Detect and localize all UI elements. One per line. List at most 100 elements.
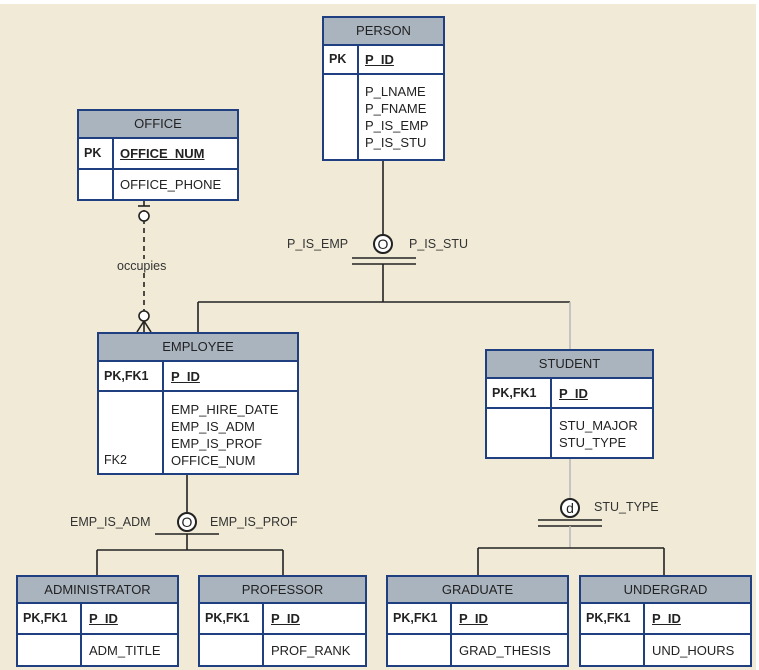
person-subtype-right-label: P_IS_STU — [409, 237, 469, 251]
key-column — [324, 46, 359, 73]
key-column — [99, 392, 164, 473]
pk-label: PK,FK1 — [586, 611, 631, 625]
key-column — [324, 75, 359, 159]
attribute-list: OFFICE_PHONE — [120, 176, 221, 193]
entity-student[interactable]: STUDENT PK,FK1 P_ID STU_MAJOR STU_TYPE — [485, 349, 654, 459]
attribute: STU_MAJOR — [559, 418, 638, 433]
attribute: OFFICE_PHONE — [120, 177, 222, 192]
attribute: P_IS_STU — [365, 135, 427, 150]
attribute-list: P_LNAME P_FNAME P_IS_EMP P_IS_STU — [365, 83, 429, 151]
key-column — [581, 604, 645, 633]
key-column — [200, 604, 264, 633]
pk-attribute: P_ID — [559, 386, 588, 401]
entity-professor[interactable]: PROFESSOR PK,FK1 P_ID PROF_RANK — [198, 575, 367, 667]
attribute: EMP_IS_ADM — [171, 419, 255, 434]
pk-label: PK — [84, 146, 102, 160]
occupies-label: occupies — [116, 259, 168, 273]
attribute-list: GRAD_THESIS — [459, 642, 551, 659]
attribute-list: ADM_TITLE — [89, 642, 161, 659]
attribute: EMP_IS_PROF — [171, 436, 263, 451]
attribute-list: STU_MAJOR STU_TYPE — [559, 417, 638, 451]
pk-row: PK,FK1 P_ID — [200, 604, 365, 635]
pk-label: PK — [329, 52, 347, 66]
student-subtype-right-label: STU_TYPE — [594, 500, 659, 514]
attribute-row: FK2 EMP_HIRE_DATE EMP_IS_ADM EMP_IS_PROF… — [99, 392, 297, 473]
key-column — [200, 635, 264, 665]
entity-title: PROFESSOR — [200, 577, 365, 604]
pk-label: PK,FK1 — [205, 611, 250, 625]
entity-title: EMPLOYEE — [99, 334, 297, 362]
attribute: STU_TYPE — [559, 435, 627, 450]
attribute-row: UND_HOURS — [581, 635, 750, 665]
entity-employee[interactable]: EMPLOYEE PK,FK1 P_ID FK2 EMP_HIRE_DATE E… — [97, 332, 299, 475]
entity-title: STUDENT — [487, 351, 652, 379]
entity-person[interactable]: PERSON PK P_ID P_LNAME P_FNAME P_IS_EMP … — [322, 16, 445, 161]
crowfoot-right — [143, 320, 152, 333]
attribute-row: ADM_TITLE — [18, 635, 177, 665]
pk-attribute: P_ID — [171, 369, 200, 384]
entity-undergrad[interactable]: UNDERGRAD PK,FK1 P_ID UND_HOURS — [579, 575, 752, 667]
entity-title: ADMINISTRATOR — [18, 577, 177, 604]
attribute: UND_HOURS — [652, 643, 735, 658]
pk-attribute: OFFICE_NUM — [120, 146, 205, 161]
pk-row: PK,FK1 P_ID — [388, 604, 567, 635]
entity-administrator[interactable]: ADMINISTRATOR PK,FK1 P_ID ADM_TITLE — [16, 575, 179, 667]
pk-attribute: P_ID — [365, 52, 394, 67]
attribute-list: UND_HOURS — [652, 642, 734, 659]
employee-subtype-right-label: EMP_IS_PROF — [210, 515, 298, 529]
person-subtype-symbol: O — [373, 234, 393, 254]
crowfoot-left — [136, 320, 145, 333]
employee-subtype-symbol: O — [177, 512, 197, 532]
attribute-row: P_LNAME P_FNAME P_IS_EMP P_IS_STU — [324, 75, 443, 159]
attribute: OFFICE_NUM — [171, 453, 256, 468]
entity-title: PERSON — [324, 18, 443, 46]
attribute: PROF_RANK — [271, 643, 351, 658]
fk-label: FK2 — [104, 453, 127, 467]
attribute-row: OFFICE_PHONE — [79, 170, 237, 199]
employee-subtype-left-label: EMP_IS_ADM — [70, 515, 151, 529]
pk-label: PK,FK1 — [393, 611, 438, 625]
person-subtype-left-label: P_IS_EMP — [287, 237, 349, 251]
pk-attribute: P_ID — [459, 611, 488, 626]
optional-circle-top — [138, 210, 150, 222]
pk-row: PK P_ID — [324, 46, 443, 75]
attribute: ADM_TITLE — [89, 643, 161, 658]
attribute-row: GRAD_THESIS — [388, 635, 567, 665]
attribute-list: PROF_RANK — [271, 642, 350, 659]
attribute: EMP_HIRE_DATE — [171, 402, 279, 417]
attribute-row: PROF_RANK — [200, 635, 365, 665]
attribute: P_FNAME — [365, 101, 427, 116]
key-column — [99, 362, 164, 390]
entity-graduate[interactable]: GRADUATE PK,FK1 P_ID GRAD_THESIS — [386, 575, 569, 667]
pk-row: PK,FK1 P_ID — [581, 604, 750, 635]
pk-row: PK,FK1 P_ID — [99, 362, 297, 392]
key-column — [18, 635, 82, 665]
pk-row: PK,FK1 P_ID — [487, 379, 652, 409]
entity-title: GRADUATE — [388, 577, 567, 604]
key-column — [79, 170, 114, 199]
pk-attribute: P_ID — [89, 611, 118, 626]
attribute-list: EMP_HIRE_DATE EMP_IS_ADM EMP_IS_PROF OFF… — [171, 401, 278, 469]
entity-title: OFFICE — [79, 111, 237, 139]
key-column — [487, 379, 552, 407]
pk-label: PK,FK1 — [492, 386, 537, 400]
attribute-row: STU_MAJOR STU_TYPE — [487, 409, 652, 457]
key-column — [487, 409, 552, 457]
pk-row: PK,FK1 P_ID — [18, 604, 177, 635]
key-column — [18, 604, 82, 633]
attribute: P_IS_EMP — [365, 118, 429, 133]
pk-attribute: P_ID — [271, 611, 300, 626]
pk-attribute: P_ID — [652, 611, 681, 626]
attribute: P_LNAME — [365, 84, 426, 99]
entity-office[interactable]: OFFICE PK OFFICE_NUM OFFICE_PHONE — [77, 109, 239, 201]
pk-label: PK,FK1 — [23, 611, 68, 625]
key-column — [79, 139, 114, 168]
optional-circle-bottom — [138, 310, 150, 322]
key-column — [388, 604, 452, 633]
key-column — [388, 635, 452, 665]
pk-row: PK OFFICE_NUM — [79, 139, 237, 170]
pk-label: PK,FK1 — [104, 369, 149, 383]
entity-title: UNDERGRAD — [581, 577, 750, 604]
